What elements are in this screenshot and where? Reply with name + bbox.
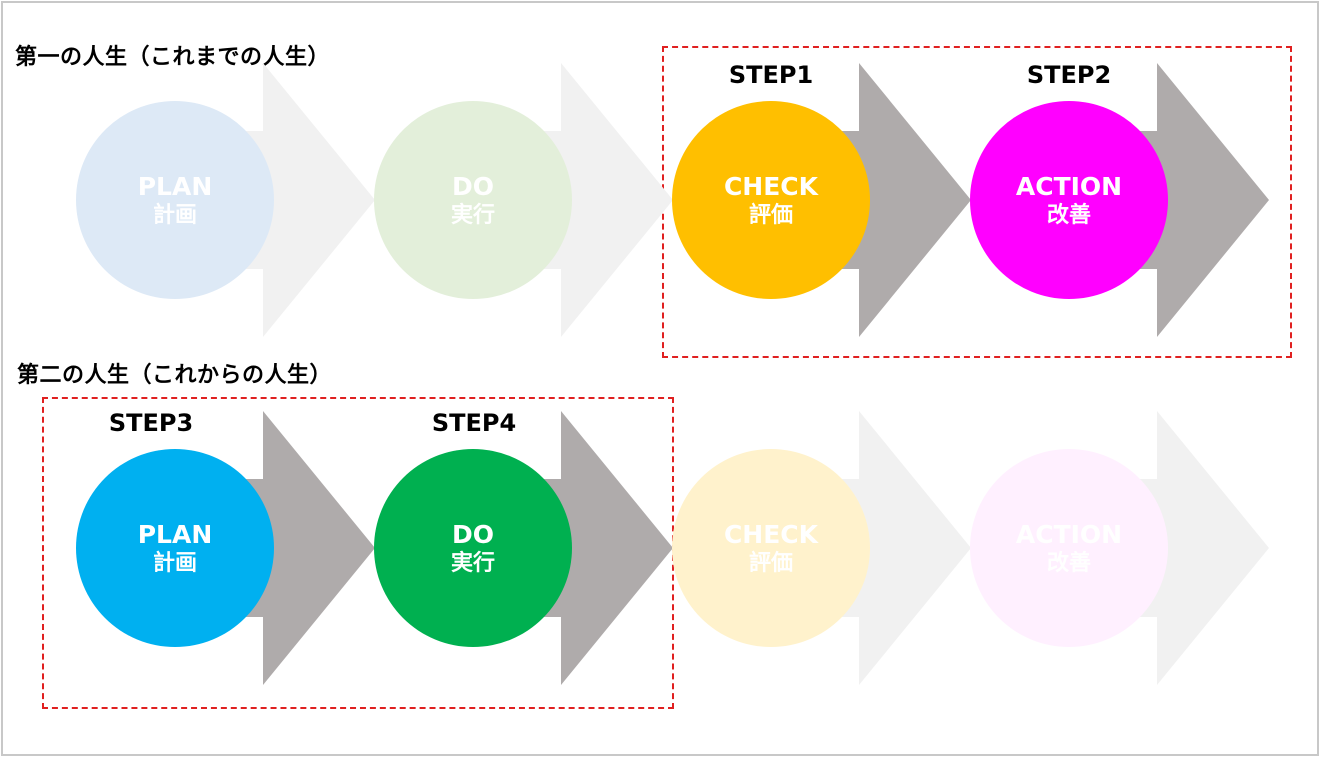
row2-plan-en-label: PLAN (137, 519, 213, 549)
row2-plan-jp-label: 計画 (152, 550, 197, 576)
row2-circle-action: ACTION 改善 (970, 449, 1168, 647)
row1-do-jp-label: 実行 (450, 202, 495, 228)
row1-circle-plan: PLAN 計画 (76, 101, 274, 299)
row2-check-jp-label: 評価 (748, 550, 793, 576)
row2-do-jp-label: 実行 (450, 550, 495, 576)
step1-label: STEP1 (728, 61, 814, 89)
row2-check-en-label: CHECK (723, 519, 819, 549)
row2-action-en-label: ACTION (1015, 519, 1123, 549)
row1-title: 第一の人生（これまでの人生） (15, 45, 331, 70)
row1-circle-do: DO 実行 (374, 101, 572, 299)
row2-do-en-label: DO (451, 519, 494, 549)
row1-check-jp-label: 評価 (748, 202, 793, 228)
row1-plan-en-label: PLAN (137, 171, 213, 201)
row2-circle-check: CHECK 評価 (672, 449, 870, 647)
row1-action-en-label: ACTION (1015, 171, 1123, 201)
row2-action-jp-label: 改善 (1046, 550, 1091, 576)
step4-label: STEP4 (431, 409, 517, 437)
step3-label: STEP3 (108, 409, 194, 437)
row1-circle-check: CHECK 評価 (672, 101, 870, 299)
row2-circle-plan: PLAN 計画 (76, 449, 274, 647)
row2-circle-do: DO 実行 (374, 449, 572, 647)
step2-label: STEP2 (1026, 61, 1112, 89)
row1-plan-jp-label: 計画 (152, 202, 197, 228)
row1-check-en-label: CHECK (723, 171, 819, 201)
row1-circle-action: ACTION 改善 (970, 101, 1168, 299)
row2-title: 第二の人生（これからの人生） (17, 363, 333, 388)
row1-do-en-label: DO (451, 171, 494, 201)
row1-action-jp-label: 改善 (1046, 202, 1091, 228)
